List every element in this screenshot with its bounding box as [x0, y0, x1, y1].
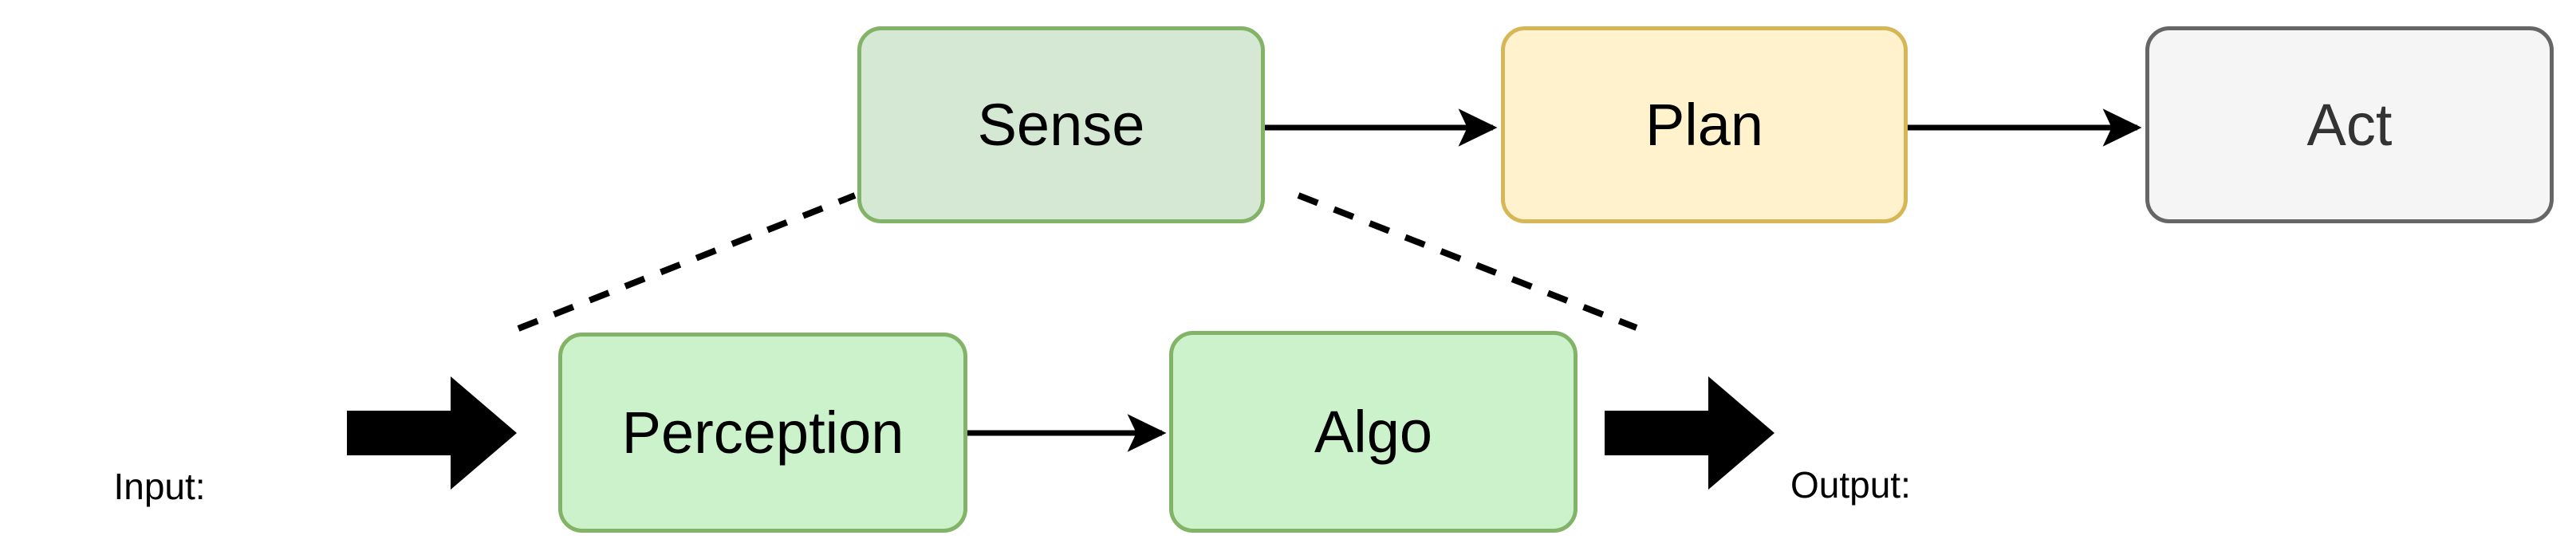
node-act-label: Act — [2306, 91, 2393, 158]
output-annotation: Output: Object Llist — [1790, 373, 2237, 559]
input-annotation: Input: Environment — [0, 375, 319, 559]
node-algo[interactable]: Algo — [1169, 331, 1578, 533]
node-plan[interactable]: Plan — [1501, 26, 1908, 223]
node-sense-label: Sense — [977, 91, 1145, 158]
dashed-link-sense-to-perception — [517, 192, 857, 332]
input-annotation-line-1: Input: — [113, 466, 206, 508]
node-perception-label: Perception — [621, 399, 904, 466]
node-act[interactable]: Act — [2145, 26, 2554, 223]
block-arrow-output — [1605, 376, 1774, 490]
node-plan-label: Plan — [1644, 91, 1764, 158]
output-annotation-line-1: Output: — [1790, 464, 1911, 506]
node-sense[interactable]: Sense — [857, 26, 1265, 223]
node-perception[interactable]: Perception — [558, 333, 967, 533]
node-algo-label: Algo — [1314, 398, 1433, 465]
block-arrow-input — [347, 376, 517, 490]
